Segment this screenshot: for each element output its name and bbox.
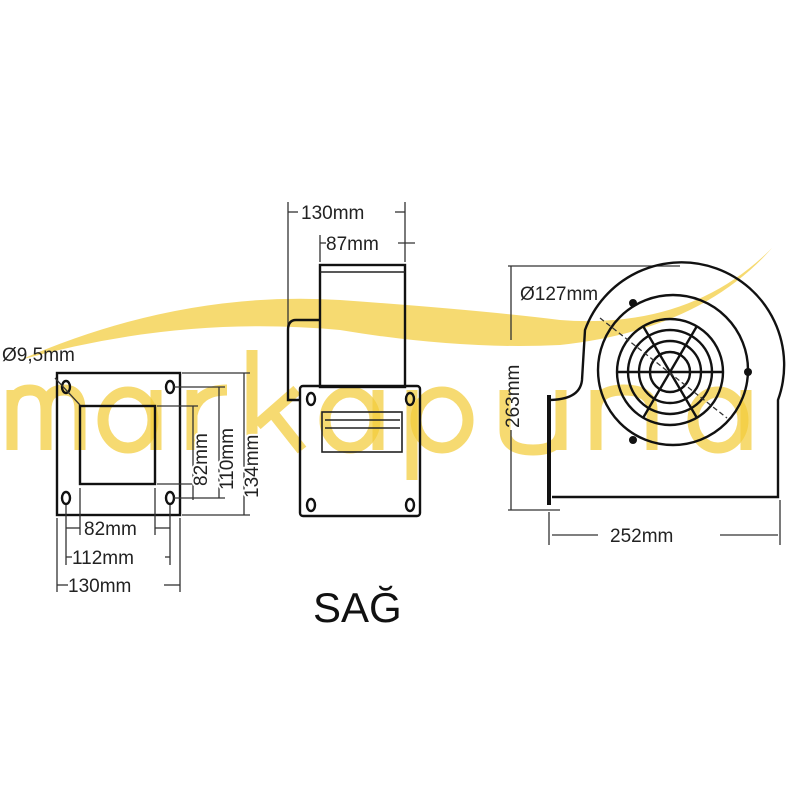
side-view: 130mm 87mm: [286, 202, 422, 518]
side-total-width-label: 130mm: [301, 203, 364, 224]
height-label: 263mm: [503, 365, 524, 428]
front-view: 263mm Ø127mm 252mm: [503, 261, 786, 547]
hole-spacing-width-label: 112mm: [72, 548, 134, 569]
side-flange: [298, 384, 422, 518]
inlet-diameter-label: Ø127mm: [520, 284, 598, 305]
hole-leader-line: [54, 377, 81, 406]
inner-height-label: 82mm: [191, 433, 212, 486]
fan-grille: [615, 317, 725, 427]
width-label: 252mm: [610, 526, 673, 547]
direction-title: SAĞ: [313, 584, 402, 631]
outlet-slot: [321, 411, 403, 453]
inner-width-label: 82mm: [84, 519, 137, 540]
outer-height-label: 134mm: [242, 435, 263, 498]
hole-diameter-label: Ø9,5mm: [2, 345, 75, 366]
flange-view: Ø9,5mm 82mm 112mm 130mm 82mm 110mm 134mm: [2, 345, 265, 597]
outer-width-label: 130mm: [68, 576, 131, 597]
flange-opening: [78, 404, 157, 486]
scroll-housing: [547, 261, 786, 499]
back-plate: [286, 318, 320, 402]
diameter-line: [599, 317, 728, 419]
hole-spacing-height-label: 110mm: [217, 428, 238, 490]
side-body-width-label: 87mm: [326, 234, 379, 255]
flange-outline: [55, 371, 182, 517]
watermark-lettering: [6, 350, 752, 480]
